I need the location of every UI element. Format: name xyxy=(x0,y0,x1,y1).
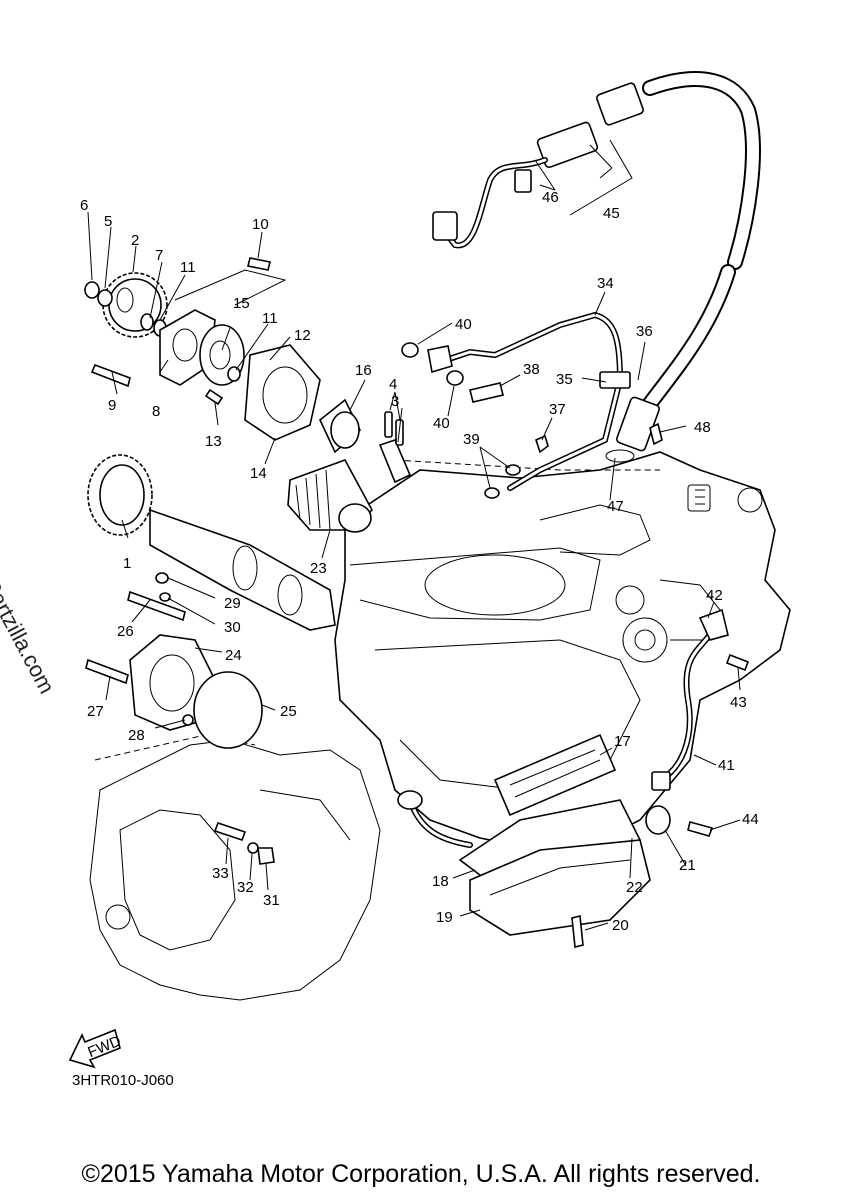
callout-33: 33 xyxy=(212,865,229,882)
callout-43: 43 xyxy=(730,694,747,711)
fwd-arrow: FWD xyxy=(68,1028,124,1069)
oil-hose xyxy=(432,71,761,463)
callout-38: 38 xyxy=(523,361,540,378)
callout-21: 21 xyxy=(679,857,696,874)
callout-12: 12 xyxy=(294,327,311,344)
oil-pipe-34 xyxy=(401,311,663,499)
callout-41: 41 xyxy=(718,757,735,774)
oil-filter-parts xyxy=(287,398,412,533)
callout-28: 28 xyxy=(128,727,145,744)
callout-31: 31 xyxy=(263,892,280,909)
callout-36: 36 xyxy=(636,323,653,340)
callout-18: 18 xyxy=(432,873,449,890)
filter-cover-parts xyxy=(85,634,275,865)
callout-1: 1 xyxy=(123,555,131,572)
callout-27: 27 xyxy=(87,703,104,720)
callout-45: 45 xyxy=(603,205,620,222)
callout-19: 19 xyxy=(436,909,453,926)
hose-clamp-46 xyxy=(514,169,532,193)
callout-9: 9 xyxy=(108,397,116,414)
fwd-label: FWD xyxy=(85,1033,123,1062)
callout-44: 44 xyxy=(742,811,759,828)
callout-4: 4 xyxy=(389,376,397,393)
callout-30: 30 xyxy=(224,619,241,636)
callout-5: 5 xyxy=(104,213,112,230)
callout-2: 2 xyxy=(131,232,139,249)
callout-3: 3 xyxy=(391,393,399,410)
callout-15: 15 xyxy=(233,295,250,312)
callout-13: 13 xyxy=(205,433,222,450)
callout-11a: 11 xyxy=(180,259,196,276)
clutch-cover-outline xyxy=(89,734,381,1001)
callout-10: 10 xyxy=(252,216,269,233)
callout-25: 25 xyxy=(280,703,297,720)
callout-14: 14 xyxy=(250,465,267,482)
leader-lines xyxy=(87,139,741,931)
crankcase-outline xyxy=(334,451,791,851)
callout-23: 23 xyxy=(310,560,327,577)
diagram-code: 3HTR010-J060 xyxy=(72,1072,174,1089)
callout-24: 24 xyxy=(225,647,242,664)
callout-47: 47 xyxy=(607,498,624,515)
callout-46: 46 xyxy=(542,189,559,206)
callout-8: 8 xyxy=(152,403,160,420)
callout-11b: 11 xyxy=(262,310,278,327)
copyright-notice: ©2015 Yamaha Motor Corporation, U.S.A. A… xyxy=(81,1160,761,1188)
camshaft-sprocket xyxy=(87,454,336,631)
callout-7: 7 xyxy=(155,247,163,264)
callout-40a: 40 xyxy=(455,316,472,333)
callout-22: 22 xyxy=(626,879,643,896)
callout-6: 6 xyxy=(80,197,88,214)
callout-37: 37 xyxy=(549,401,566,418)
callout-39: 39 xyxy=(463,431,480,448)
callout-29: 29 xyxy=(224,595,241,612)
callout-40b: 40 xyxy=(433,415,450,432)
callout-42: 42 xyxy=(706,587,723,604)
callout-numbers: 1 2 3 4 5 6 7 8 9 10 11 11 12 13 14 15 1… xyxy=(80,189,759,934)
callout-34: 34 xyxy=(597,275,614,292)
callout-17: 17 xyxy=(614,733,631,750)
callout-16: 16 xyxy=(355,362,372,379)
callout-35: 35 xyxy=(556,371,573,388)
callout-20: 20 xyxy=(612,917,629,934)
callout-48: 48 xyxy=(694,419,711,436)
callout-32: 32 xyxy=(237,879,254,896)
oil-pump-assembly xyxy=(84,257,321,441)
oil-pan-parts xyxy=(397,733,651,948)
callout-26: 26 xyxy=(117,623,134,640)
